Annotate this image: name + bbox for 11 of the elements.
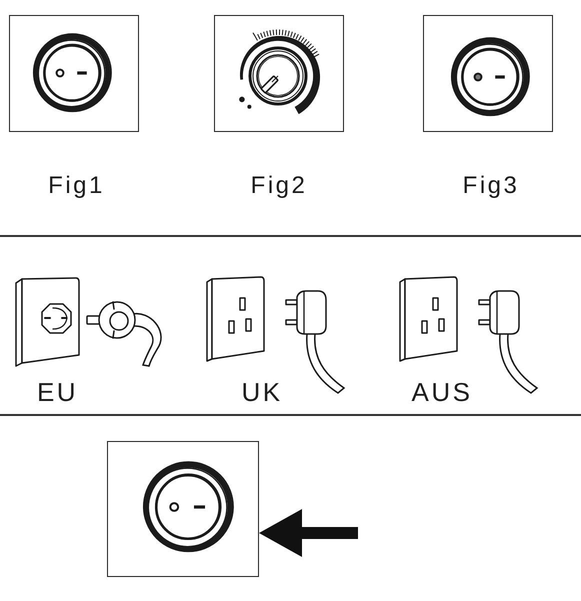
plug-type-label: UK xyxy=(241,377,283,407)
figure-caption: Fig1 xyxy=(48,172,105,200)
figure-caption: Fig2 xyxy=(250,172,308,200)
figure-frame xyxy=(9,15,139,132)
plug-type-label: EU xyxy=(36,377,78,407)
figure-frame xyxy=(107,441,259,577)
plug-type-label: AUS xyxy=(412,377,472,407)
figure-frame xyxy=(423,15,553,132)
arrow xyxy=(259,509,358,557)
figure-frame xyxy=(214,15,344,132)
figure-caption: Fig3 xyxy=(462,172,520,200)
